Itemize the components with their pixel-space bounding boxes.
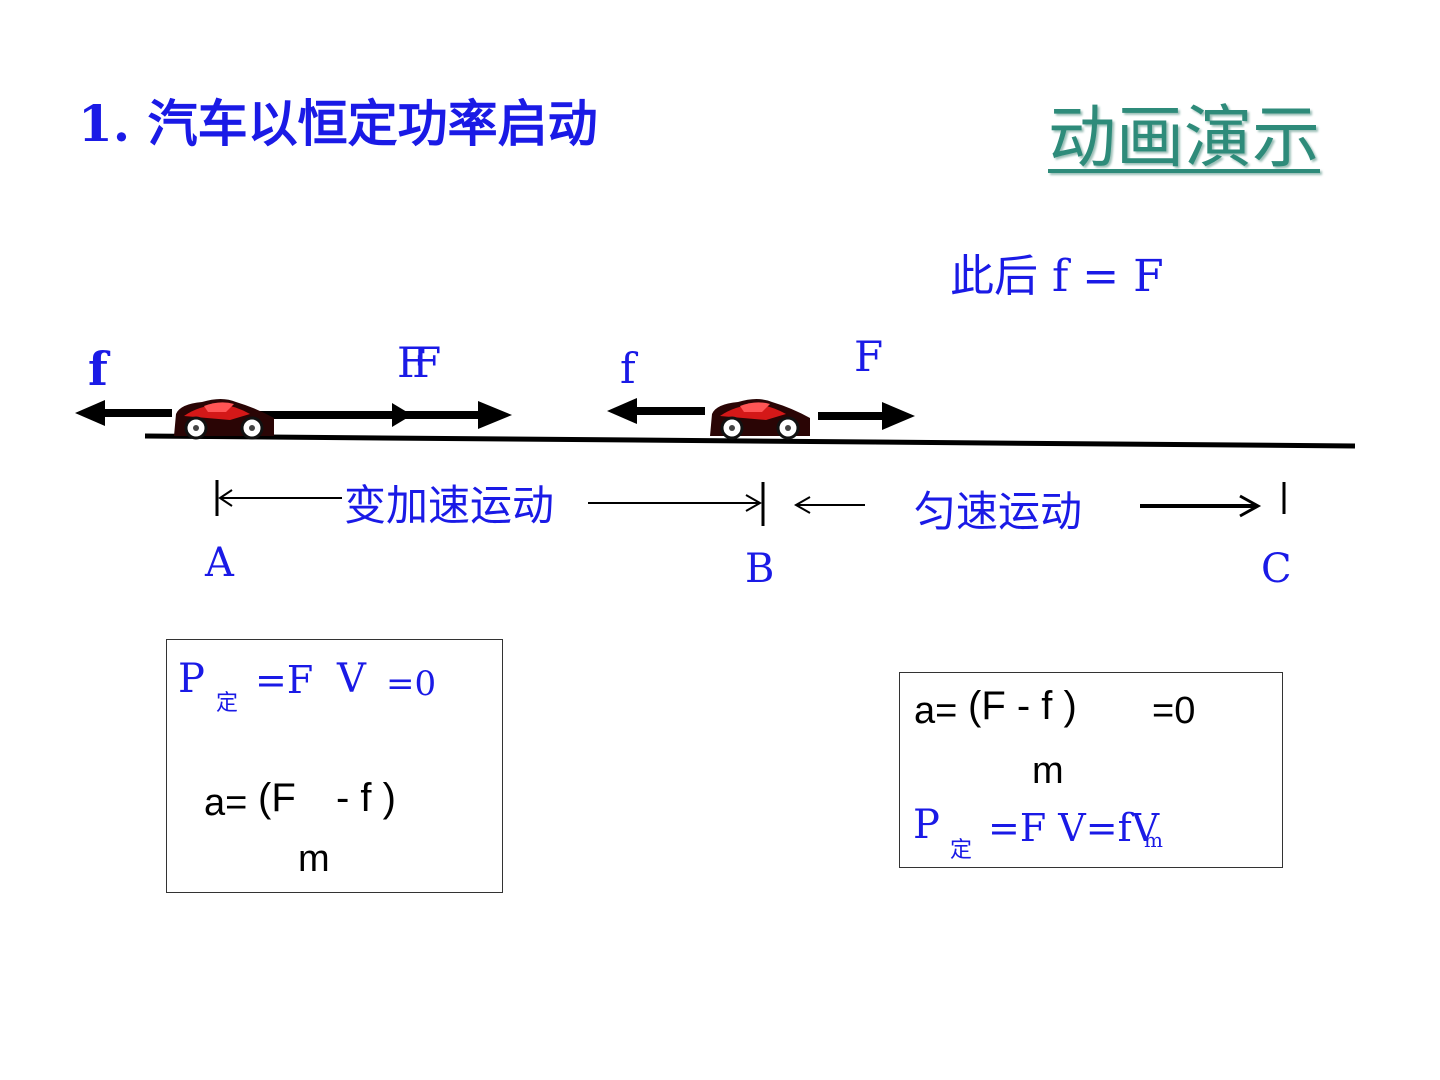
power-symbol-right: P (913, 802, 940, 848)
denominator-mass-right: m (1032, 750, 1064, 792)
point-c: C (1261, 546, 1292, 592)
constant-subscript-right: 定 (950, 838, 973, 863)
traction-arrow-left (250, 401, 512, 429)
page-title: 1. 汽车以恒定功率启动 (78, 94, 598, 153)
friction-arrow-right (607, 398, 705, 424)
force-label-f-right: f (620, 344, 636, 393)
segment-bc-label: 匀速运动 (914, 487, 1083, 536)
result-zero: =0 (1152, 690, 1196, 732)
segment-bc-dimension (793, 482, 1286, 518)
denominator-mass: m (298, 838, 330, 880)
point-b: B (745, 546, 775, 592)
max-subscript: m (1144, 828, 1163, 852)
velocity-term: V (337, 656, 366, 702)
velocity-initial: =0 (386, 664, 437, 704)
formula-box-right (899, 672, 1283, 868)
numerator-rest: - f ) (336, 776, 396, 820)
acceleration-eq: a= (204, 782, 248, 824)
numerator-open: (F (258, 776, 296, 820)
acceleration-eq-right: a= (914, 690, 958, 732)
demo-link[interactable]: 动画演示 (1048, 99, 1321, 178)
car-icon (174, 399, 274, 440)
force-term: =F (255, 658, 314, 702)
point-a: A (205, 540, 234, 586)
car-icon (710, 399, 810, 440)
after-note: 此后 f = F (950, 251, 1164, 302)
traction-arrow-right (818, 402, 915, 430)
friction-arrow-left (75, 400, 172, 426)
numerator-right: (F - f ) (968, 684, 1077, 728)
segment-ab-dimension (215, 480, 765, 526)
force-label-F-left: FF (397, 338, 441, 387)
formula-box-left (166, 639, 503, 893)
power-symbol: P (178, 656, 205, 702)
max-power-eq: =F V=fV (988, 806, 1160, 850)
constant-subscript: 定 (216, 691, 239, 716)
force-label-f-left: f (88, 342, 108, 396)
segment-ab-label: 变加速运动 (344, 481, 555, 530)
road-line (144, 433, 1356, 449)
force-label-F-right: F (854, 332, 884, 381)
